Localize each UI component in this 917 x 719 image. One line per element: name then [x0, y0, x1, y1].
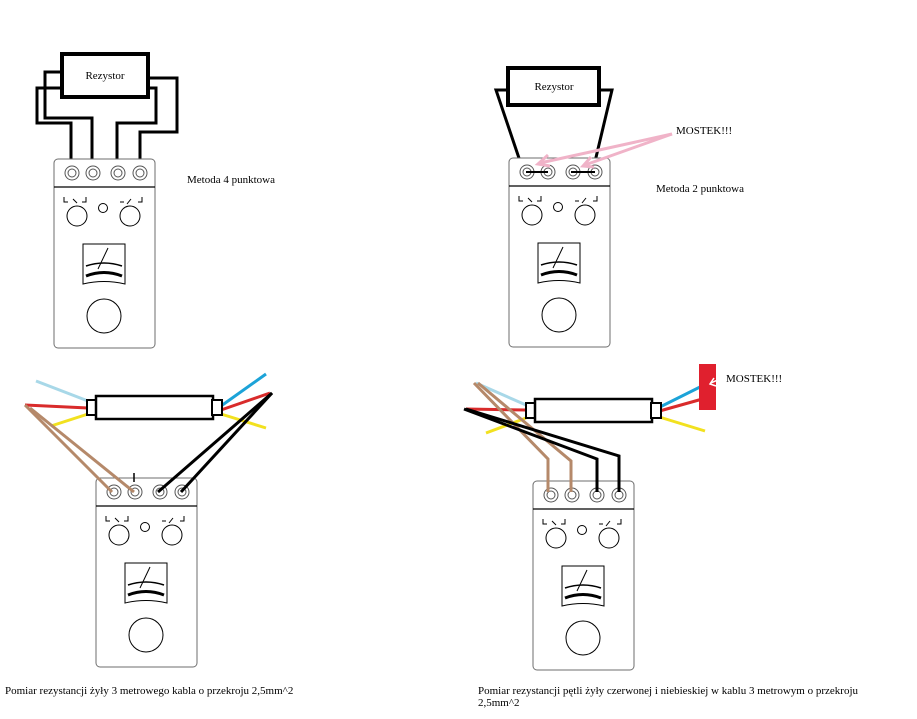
two-point-bridge-arrows [534, 132, 673, 169]
cable-loop-caption: Pomiar rezystancji pętli żyły czerwonej … [478, 685, 908, 709]
cable-conductor-caption: Pomiar rezystancji żyły 3 metrowego kabl… [5, 685, 293, 697]
cable-conductor-right-wires [157, 372, 274, 494]
cable-loop-cable [525, 397, 662, 424]
cable-conductor-meter [94, 476, 199, 669]
two-point-resistor-label: Rezystor [534, 81, 573, 93]
cable-loop-right-wires [655, 384, 707, 433]
cable-loop-bridge-block [699, 364, 716, 410]
two-point-diagram: Rezystor MOSTEK!!! Metoda 2 punktowa [493, 66, 744, 349]
cable-loop-left-wires [463, 381, 621, 492]
cable-loop-bridge-label: MOSTEK!!! [726, 373, 782, 385]
cable-loop-bridge-arrow [708, 377, 723, 387]
cable-conductor-left-wires [23, 379, 135, 494]
four-point-diagram: Rezystor Metoda 4 punktowa [35, 52, 275, 350]
cable-loop-caption-line1: Pomiar rezystancji pętli żyły czerwonej … [478, 685, 858, 697]
four-point-wires [35, 70, 179, 166]
two-point-wires [493, 88, 614, 171]
four-point-method-label: Metoda 4 punktowa [187, 174, 275, 186]
two-point-resistor: Rezystor [506, 66, 601, 107]
four-point-resistor: Rezystor [60, 52, 150, 99]
cable-loop-caption-line2: 2,5mm^2 [478, 697, 520, 709]
two-point-meter [507, 156, 612, 349]
cable-loop-meter [531, 479, 636, 672]
four-point-resistor-label: Rezystor [85, 70, 124, 82]
two-point-method-label: Metoda 2 punktowa [656, 183, 744, 195]
four-point-meter [52, 157, 157, 350]
two-point-bridge-label: MOSTEK!!! [676, 125, 732, 137]
cable-loop-diagram: MOSTEK!!! [463, 364, 782, 672]
cable-conductor-diagram: Pomiar rezystancji żyły 3 metrowego kabl… [5, 372, 293, 697]
cable-conductor-cable [86, 394, 223, 421]
